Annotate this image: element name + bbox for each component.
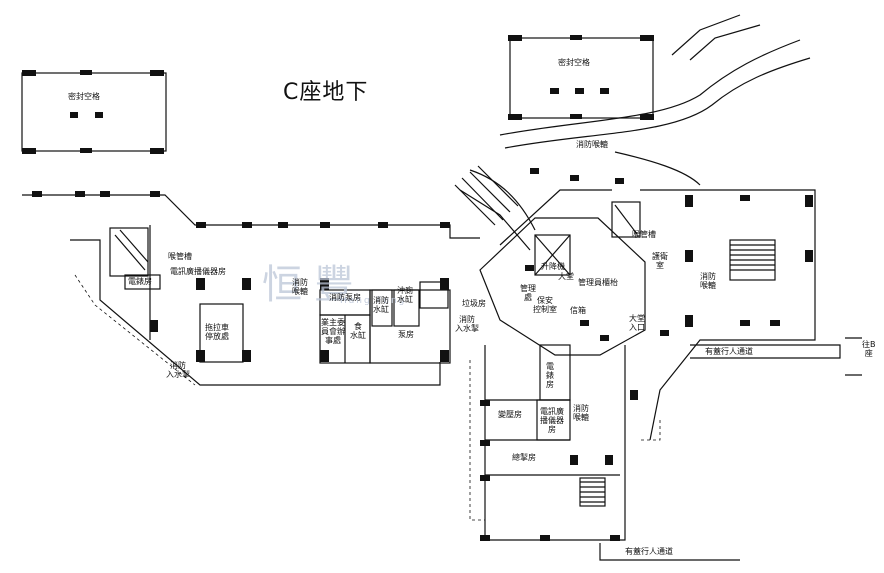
sealed-block-left-outline (21, 72, 167, 152)
telecom-room-lower-label: 電訊廣 播儀器 房 (540, 407, 564, 434)
sprinkler-tank-label: 消防 水缸 (373, 296, 389, 314)
watermark-subtext: Hang Fung (340, 296, 407, 306)
sealed-block-right-outline (509, 37, 654, 119)
lobby-core-outline (479, 217, 646, 356)
owners-committee-office-label: 業主委 員會辦 事處 (321, 318, 345, 345)
fire-inlet-left-label: 消防 入水掣 (166, 361, 190, 379)
covered-walkway-right-label: 有蓋行人通道 (705, 347, 753, 356)
fire-hose-reel-mid-label: 消防 喉轆 (292, 278, 308, 296)
security-control-label: 保安 控制室 (533, 296, 557, 314)
lobby-label: 大堂 (558, 272, 574, 281)
lift-label: 升降機 (541, 262, 565, 271)
to-block-b-label: 往B 座 (862, 340, 876, 358)
fire-pump-room-label: 消防泵房 (329, 293, 361, 302)
refuse-room-label: 垃圾房 (462, 299, 486, 308)
flush-water-tank-label: 沖廁 水缸 (397, 286, 413, 304)
mailbox-label: 信箱 (570, 306, 586, 315)
fire-inlet-label: 消防 入水掣 (455, 315, 479, 333)
electric-room-left-label: 電錶房 (128, 277, 152, 286)
lobby-entrance-label: 大堂 入口 (629, 314, 645, 332)
management-office-label: 管理 處 (520, 284, 536, 302)
tow-car-area-outline (199, 303, 244, 363)
main-switch-room-label: 總掣房 (512, 453, 536, 462)
sealed-space-left-label: 密封空格 (68, 92, 100, 101)
sealed-space-right-label: 密封空格 (558, 58, 590, 67)
fire-hose-reel-lower-label: 消防 喉轆 (573, 404, 589, 422)
fire-hose-reel-right-label: 消防 喉轆 (700, 272, 716, 290)
counter-label: 管理員櫃枱 (578, 278, 618, 287)
ramp-curve (499, 39, 801, 136)
switch-room-label: 變壓房 (498, 410, 522, 419)
lower-wing-outline (484, 345, 626, 541)
floor-title: C座地下 (283, 80, 369, 105)
telecom-room-label: 電訊廣播儀器房 (170, 267, 226, 276)
watermark-logo: 恒豐 (262, 262, 366, 308)
covered-walkway-bottom-label: 有蓋行人通道 (625, 547, 673, 556)
tow-car-parking-label: 拖拉車 停放處 (205, 323, 229, 341)
pump-room-label: 泵房 (398, 330, 414, 339)
right-wing-outline (640, 189, 816, 441)
guard-room-label: 護衛 室 (652, 252, 668, 270)
structural-columns (22, 35, 813, 541)
left-wing-outline (22, 194, 480, 239)
hose-cabinet-label: 喉管槽 (168, 252, 192, 261)
fire-hose-reel-top-label: 消防喉轆 (576, 140, 608, 149)
electric-room-lower-label: 電 錶 房 (546, 362, 554, 389)
hose-cabinet-right-label: 喉管槽 (632, 230, 656, 239)
potable-water-tank-label: 食 水缸 (350, 322, 366, 340)
